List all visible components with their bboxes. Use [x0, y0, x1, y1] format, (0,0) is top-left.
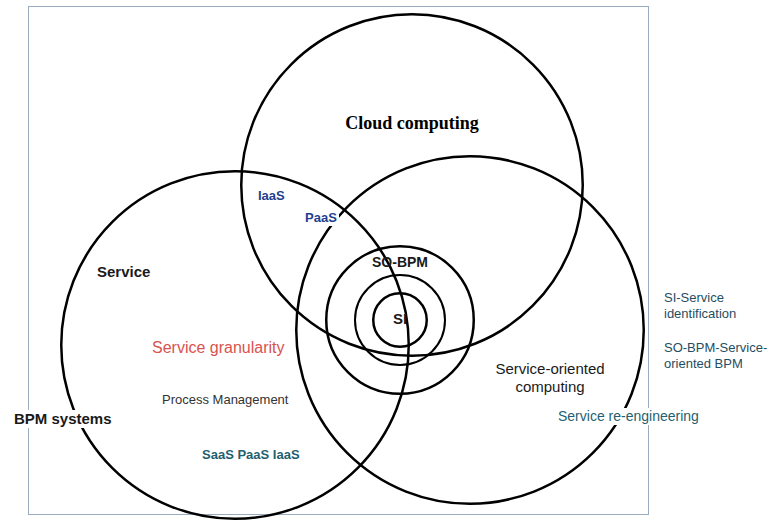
area-label: Service [95, 263, 152, 281]
area-label: Service granularity [150, 338, 287, 357]
node-label: SO-BPM [325, 254, 475, 271]
area-label: Service re-engineering [556, 408, 701, 425]
layer-label: SaaS PaaS IaaS [200, 447, 302, 463]
layer-label: IaaS [256, 188, 287, 204]
frame [29, 7, 649, 515]
node-label: SI [372, 310, 428, 328]
soc-circle: Service-oriented computing [295, 155, 645, 505]
circle-outline [296, 156, 644, 504]
circle-outline [241, 14, 583, 356]
cloud-circle: Cloud computing [240, 13, 584, 357]
ring [355, 275, 445, 365]
node-label: Service-oriented computing [490, 360, 610, 396]
node-label: BPM systems [12, 410, 114, 428]
area-label: Process Management [160, 392, 290, 408]
circle-outline [295, 155, 645, 505]
node-label: Cloud computing [240, 113, 584, 135]
circle-outline [61, 171, 409, 519]
circle-outline [240, 13, 584, 357]
si-circle: SI [372, 292, 428, 348]
legend-note: SI-Service identification [662, 290, 770, 321]
layer-label: PaaS [303, 210, 339, 226]
legend-note: SO-BPM-Service-oriented BPM [662, 340, 770, 371]
so-bpm-circle: SO-BPM SI [325, 245, 475, 395]
